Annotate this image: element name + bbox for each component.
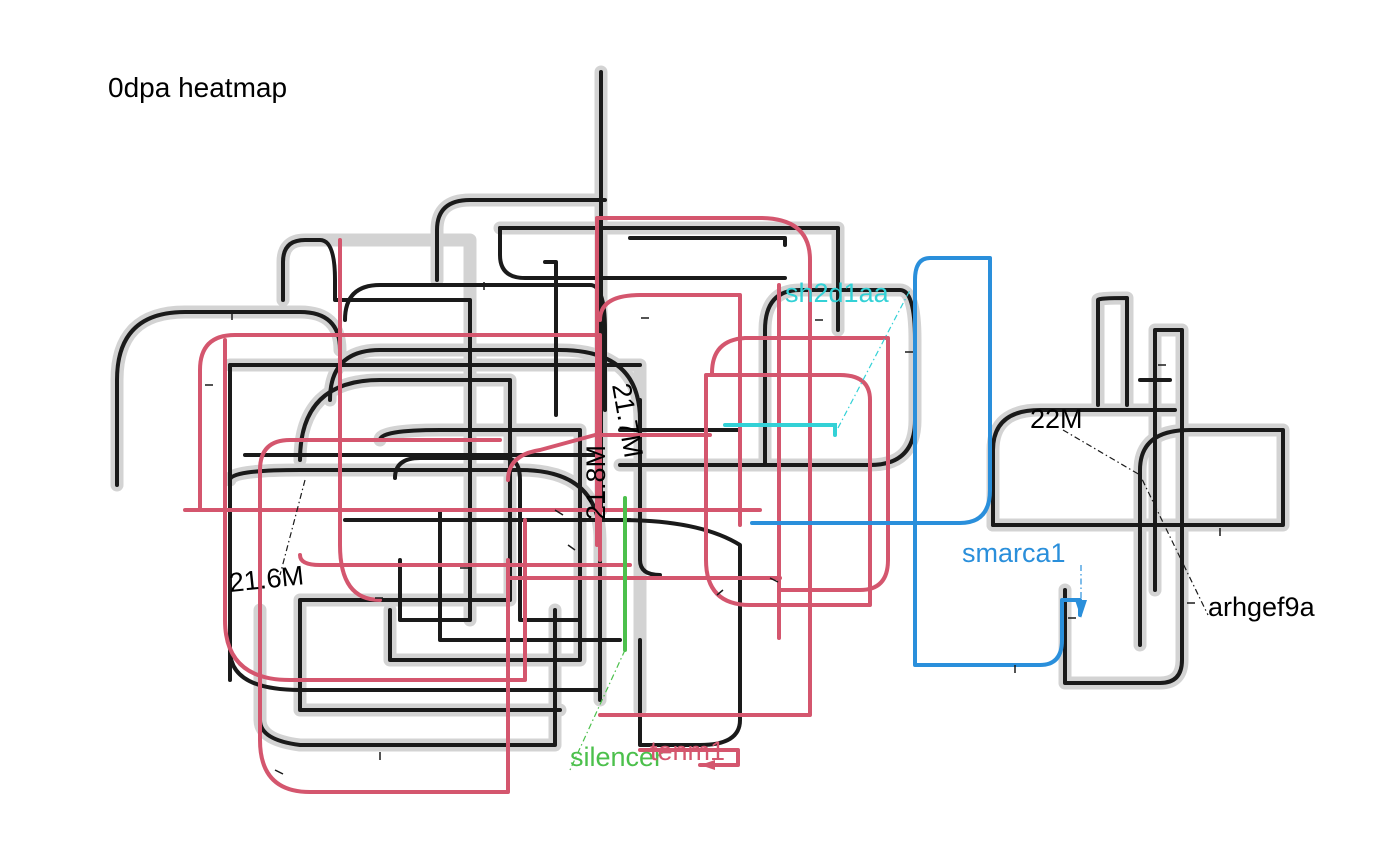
label-sh2d1aa: sh2d1aa	[785, 278, 890, 308]
center-label-b: 21.8M	[581, 445, 611, 520]
pink-tracks	[183, 216, 890, 794]
coord-label-21-6m: 21.6M	[227, 560, 305, 598]
feature-labels: 21.6M 22M sh2d1aa smarca1 arhgef9a silen…	[227, 278, 1315, 772]
black-tracks	[115, 70, 1285, 747]
plot-title: 0dpa heatmap	[108, 72, 288, 103]
label-smarca1: smarca1	[962, 538, 1066, 568]
direction-arrows	[700, 600, 1087, 770]
smarca1-track	[750, 256, 1082, 667]
tenm1-arrow-icon	[700, 760, 715, 770]
sh2d1aa-track	[723, 423, 837, 437]
axis-ticks	[205, 282, 1221, 775]
label-arhgef9a: arhgef9a	[1208, 592, 1316, 622]
label-leaders	[279, 289, 1209, 771]
smarca1-arrow-icon	[1075, 600, 1087, 618]
label-tenm1: tenm1	[650, 736, 725, 766]
coord-label-22m: 22M	[1030, 404, 1083, 434]
label-silencer: silencer	[570, 742, 663, 772]
